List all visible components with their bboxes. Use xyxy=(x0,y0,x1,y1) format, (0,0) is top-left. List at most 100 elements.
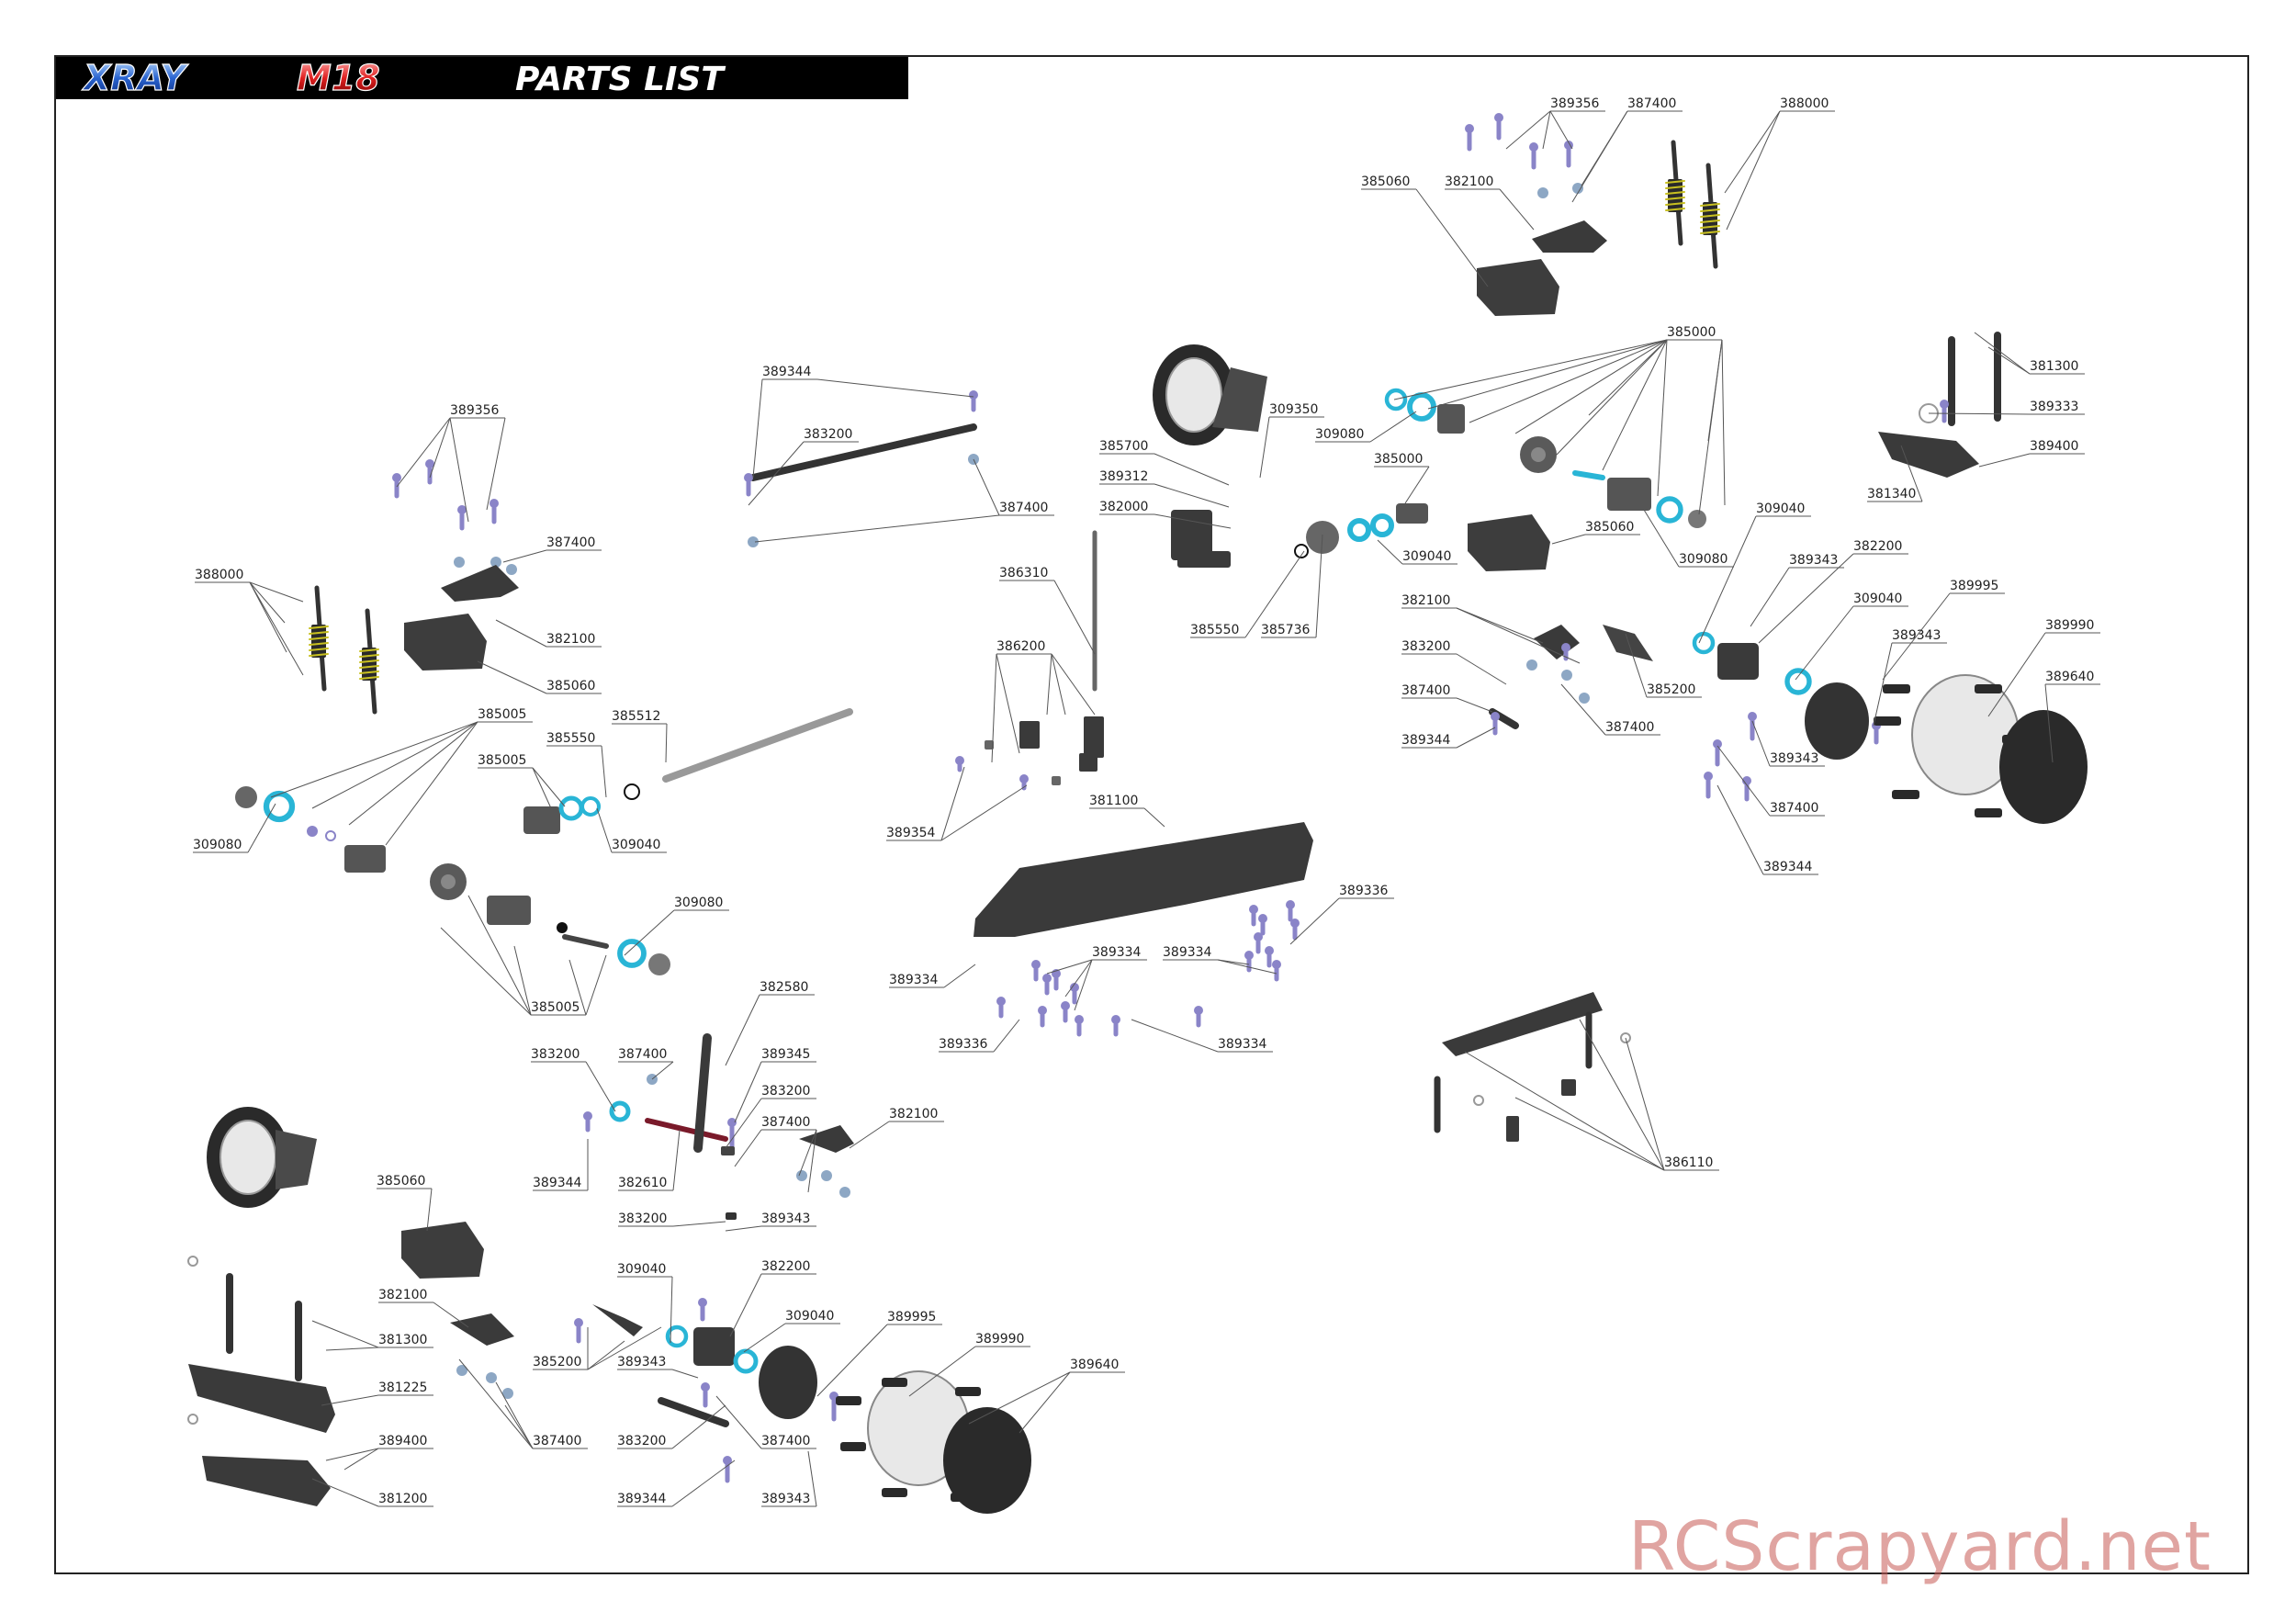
leader-line xyxy=(311,1478,379,1507)
leader-line xyxy=(502,549,547,563)
leader-line xyxy=(940,784,1028,841)
part-number-label: 382100 xyxy=(1401,593,1450,608)
part-number-label: 385550 xyxy=(1190,623,1239,637)
screw-head-icon xyxy=(698,1298,707,1307)
leader-line xyxy=(532,767,552,809)
screw-head-icon xyxy=(1249,905,1258,914)
foam-bumper-icon xyxy=(188,1364,335,1433)
nut-icon xyxy=(1537,187,1548,198)
leader-line xyxy=(849,1121,890,1149)
part-number-label: 387400 xyxy=(546,535,595,550)
leader-lines-layer xyxy=(193,110,2100,1507)
leader-line xyxy=(816,1324,888,1397)
tire-insert-segment-icon xyxy=(1892,790,1919,799)
screw-head-icon xyxy=(969,390,978,400)
nut-icon xyxy=(456,1365,467,1376)
screw-head-icon xyxy=(1258,914,1267,923)
nut-icon xyxy=(490,557,501,568)
bearing-icon xyxy=(1692,631,1716,655)
leader-line xyxy=(321,1394,379,1406)
steering-knuckle-icon xyxy=(1717,643,1759,680)
tire-insert-segment-icon xyxy=(2002,735,2030,744)
motor-mount-plate-icon xyxy=(1177,551,1231,568)
part-number-label: 388000 xyxy=(195,568,243,582)
screw-head-icon xyxy=(457,505,467,514)
leader-line xyxy=(1289,897,1340,945)
header-brand: XRAY xyxy=(82,58,189,98)
leader-line xyxy=(1315,534,1323,638)
wheel-hub-icon xyxy=(759,1346,817,1419)
leader-line xyxy=(1928,412,2031,415)
tire-insert-segment-icon xyxy=(1975,684,2002,693)
spur-gear-hub-icon xyxy=(1531,447,1546,462)
nut-icon xyxy=(839,1187,850,1198)
part-number-label: 382610 xyxy=(618,1176,667,1190)
leader-line xyxy=(672,1129,681,1191)
leader-line xyxy=(734,1129,762,1167)
tire-insert-segment-icon xyxy=(836,1396,861,1405)
leader-line xyxy=(311,1320,379,1348)
receiver-mount-icon xyxy=(1019,721,1040,749)
part-number-label: 385736 xyxy=(1261,623,1311,637)
parts-list-header: XRAY M18 PARTS LIST xyxy=(56,57,908,99)
part-number-label: 389400 xyxy=(378,1434,427,1448)
screw-head-icon xyxy=(1070,983,1079,992)
tire-insert-segment-icon xyxy=(882,1488,907,1497)
shock-spring-icon xyxy=(362,648,377,681)
part-number-label: 385060 xyxy=(1585,520,1634,535)
screw-head-icon xyxy=(727,1118,737,1127)
bearing-icon xyxy=(1656,496,1683,524)
leader-line xyxy=(748,441,805,506)
leader-line xyxy=(725,994,760,1066)
diff-nut-icon xyxy=(557,922,568,933)
spring-coil-icon xyxy=(359,654,379,658)
leader-line xyxy=(587,1340,625,1370)
body-clip-icon xyxy=(187,1414,198,1425)
part-number-label: 388000 xyxy=(1780,96,1829,111)
leader-line xyxy=(816,378,974,398)
part-number-label: 389336 xyxy=(1339,884,1389,898)
leader-line xyxy=(1404,466,1430,504)
leader-line xyxy=(249,581,304,603)
leader-line xyxy=(1900,445,1923,502)
diff-outdrive-icon xyxy=(344,845,386,873)
part-number-label: 309040 xyxy=(1402,549,1451,564)
part-number-label: 309350 xyxy=(1269,402,1318,417)
part-number-label: 389333 xyxy=(2030,400,2078,414)
part-number-label: 387400 xyxy=(761,1115,810,1130)
bearing-icon xyxy=(733,1348,759,1374)
leader-line xyxy=(1456,607,1581,664)
part-number-label: 389343 xyxy=(617,1355,666,1369)
bearing-icon xyxy=(665,1324,689,1348)
part-number-label: 389344 xyxy=(1763,860,1813,874)
part-number-label: 309040 xyxy=(1756,502,1805,516)
knuckle-icon xyxy=(1212,367,1267,432)
leader-line xyxy=(1154,513,1232,529)
watermark: RCScrapyard.net xyxy=(1627,1507,2212,1586)
part-number-label: 389356 xyxy=(1550,96,1600,111)
leader-line xyxy=(1064,959,1093,997)
leader-line xyxy=(477,660,547,694)
part-number-label: 389336 xyxy=(939,1037,988,1052)
leader-line xyxy=(396,417,451,488)
header-model: M18 xyxy=(297,58,380,98)
leader-line xyxy=(1369,411,1417,443)
spring-coil-icon xyxy=(1665,191,1685,195)
screw-head-icon xyxy=(744,473,753,482)
leader-line xyxy=(1469,339,1668,423)
tire-icon xyxy=(1999,710,2088,824)
part-number-label: 383200 xyxy=(804,427,852,442)
part-number-label: 387400 xyxy=(618,1047,667,1062)
knuckle-icon xyxy=(276,1130,317,1189)
part-number-label: 385060 xyxy=(377,1174,425,1189)
screw-head-icon xyxy=(1075,1015,1084,1024)
part-number-label: 385200 xyxy=(1647,682,1695,697)
outdrive-cup-icon xyxy=(523,806,560,834)
part-number-label: 385060 xyxy=(1361,175,1410,189)
screw-head-icon xyxy=(1494,113,1503,122)
leader-line xyxy=(1217,959,1277,975)
part-number-label: 382100 xyxy=(1445,175,1493,189)
lower-bumper-icon xyxy=(202,1456,331,1506)
leader-line xyxy=(249,581,304,676)
screw-head-icon xyxy=(583,1111,592,1121)
